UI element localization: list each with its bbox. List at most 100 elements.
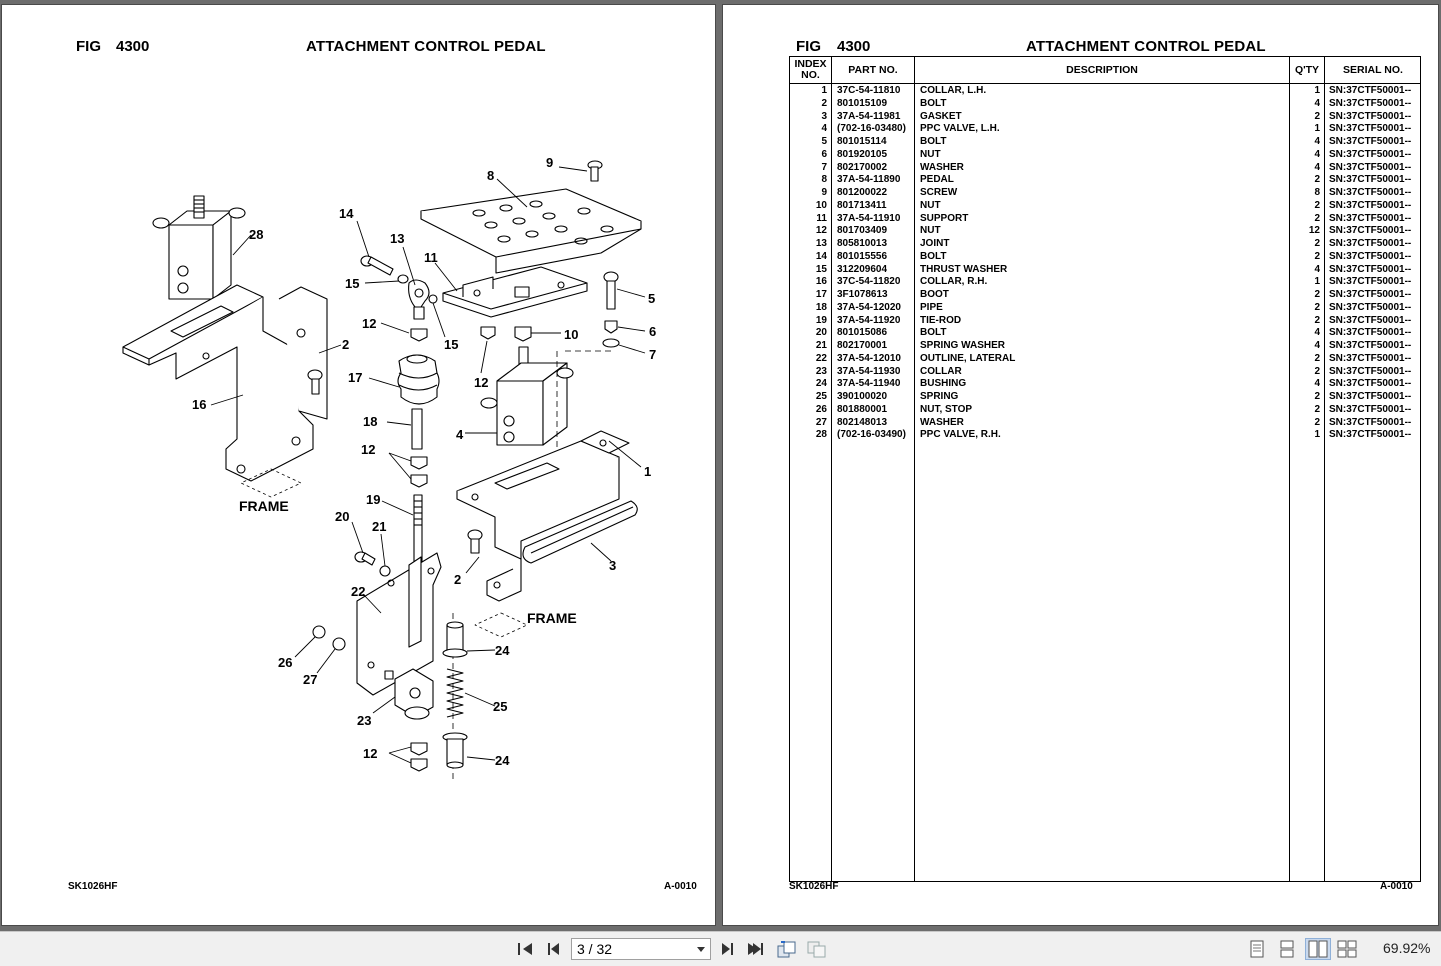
compare-button[interactable] bbox=[806, 938, 828, 960]
two-page-continuous-button[interactable] bbox=[1336, 938, 1358, 960]
cell-index: 12 bbox=[815, 225, 827, 237]
cell-qty: 2 bbox=[1314, 391, 1320, 402]
cell-qty: 1 bbox=[1314, 429, 1320, 441]
cell-qty: 1 bbox=[1314, 85, 1320, 96]
zoom-level[interactable]: 69.92% bbox=[1383, 940, 1431, 956]
callout-2-left: 2 bbox=[342, 337, 349, 352]
left-collar-bracket-drawing bbox=[122, 284, 328, 498]
cell-description: BOLT bbox=[920, 327, 947, 339]
cell-description: BOLT bbox=[920, 97, 947, 109]
cell-description: PPC VALVE, L.H. bbox=[920, 123, 1000, 135]
callout-5: 5 bbox=[648, 291, 655, 306]
cell-description: SPRING bbox=[920, 391, 959, 402]
cell-description: BUSHING bbox=[920, 378, 967, 390]
cell-description: COLLAR bbox=[920, 365, 962, 377]
callout-1: 1 bbox=[644, 464, 651, 479]
fig-label: FIG bbox=[76, 38, 101, 55]
cell-part-no: 37A-54-11910 bbox=[837, 212, 901, 224]
footer-model: SK1026HF bbox=[68, 881, 118, 892]
cell-description: GASKET bbox=[920, 110, 962, 122]
cell-part-no: 37A-54-11890 bbox=[837, 174, 901, 186]
cell-qty: 2 bbox=[1314, 403, 1320, 415]
cell-serial-no: SN:37CTF50001-- bbox=[1329, 391, 1412, 402]
bushing-spring-drawing bbox=[442, 613, 468, 781]
cell-qty: 2 bbox=[1314, 289, 1320, 300]
cell-description: BOLT bbox=[920, 136, 947, 147]
collar-lh-bracket-drawing bbox=[456, 430, 630, 638]
cell-qty: 4 bbox=[1314, 378, 1320, 390]
cell-index: 17 bbox=[815, 289, 827, 300]
two-page-view-button[interactable] bbox=[1305, 938, 1331, 960]
callout-14: 14 bbox=[339, 206, 354, 221]
frame-label-left: FRAME bbox=[239, 498, 289, 514]
prev-page-button[interactable] bbox=[542, 938, 564, 960]
cell-qty: 2 bbox=[1314, 199, 1320, 211]
callout-4: 4 bbox=[456, 427, 464, 442]
cell-description: PPC VALVE, R.H. bbox=[920, 429, 1001, 441]
continuous-view-button[interactable] bbox=[1276, 938, 1298, 960]
cell-description: NUT bbox=[920, 225, 941, 237]
cell-qty: 8 bbox=[1314, 187, 1320, 198]
fig-number: 4300 bbox=[116, 38, 150, 55]
cell-index: 14 bbox=[815, 250, 827, 262]
cell-qty: 4 bbox=[1314, 148, 1320, 160]
nut-10-12-drawing bbox=[480, 326, 532, 368]
rotate-icon bbox=[777, 941, 796, 958]
cell-part-no: 801703409 bbox=[837, 225, 888, 237]
callout-15-a: 15 bbox=[345, 276, 359, 291]
page-title: ATTACHMENT CONTROL PEDAL bbox=[306, 38, 546, 55]
cell-part-no: 37A-54-11981 bbox=[837, 110, 901, 122]
cell-index: 2 bbox=[821, 97, 827, 109]
cell-serial-no: SN:37CTF50001-- bbox=[1329, 314, 1412, 326]
cell-description: COLLAR, L.H. bbox=[920, 85, 987, 96]
cell-index: 21 bbox=[815, 340, 827, 351]
last-page-button[interactable] bbox=[745, 938, 767, 960]
cell-description: OUTLINE, LATERAL bbox=[920, 352, 1016, 364]
callout-23: 23 bbox=[357, 713, 371, 728]
cell-index: 9 bbox=[821, 187, 827, 198]
footer-page-code: A-0010 bbox=[1380, 881, 1413, 892]
fig-label: FIG bbox=[796, 38, 821, 55]
cell-qty: 2 bbox=[1314, 238, 1320, 249]
cell-index: 3 bbox=[821, 110, 827, 122]
cell-qty: 2 bbox=[1314, 174, 1320, 186]
header-part-no: PART NO. bbox=[848, 63, 898, 76]
rotate-button[interactable] bbox=[776, 938, 798, 960]
cell-part-no: (702-16-03480) bbox=[837, 123, 906, 135]
cell-description: WASHER bbox=[920, 416, 964, 428]
callout-leaders bbox=[210, 166, 646, 764]
cell-qty: 2 bbox=[1314, 250, 1320, 262]
nuts-12-lower-drawing bbox=[410, 742, 428, 772]
cell-description: NUT, STOP bbox=[920, 403, 973, 415]
cell-part-no: 3F1078613 bbox=[837, 289, 888, 300]
next-page-button[interactable] bbox=[717, 938, 739, 960]
cell-serial-no: SN:37CTF50001-- bbox=[1329, 327, 1412, 339]
callout-13: 13 bbox=[390, 231, 404, 246]
callout-24-a: 24 bbox=[495, 643, 510, 658]
cell-serial-no: SN:37CTF50001-- bbox=[1329, 250, 1412, 262]
cell-serial-no: SN:37CTF50001-- bbox=[1329, 276, 1412, 288]
nut-washer-26-27-drawing bbox=[312, 625, 346, 651]
cell-qty: 1 bbox=[1314, 276, 1320, 288]
first-page-button[interactable] bbox=[514, 938, 536, 960]
page-number-select[interactable]: 3 / 32 bbox=[571, 938, 711, 960]
cell-description: BOOT bbox=[920, 289, 949, 300]
left-page: FIG 4300 ATTACHMENT CONTROL PEDAL bbox=[1, 4, 716, 926]
single-page-view-button[interactable] bbox=[1246, 938, 1268, 960]
joint-bolt-drawing bbox=[360, 255, 438, 320]
callout-6: 6 bbox=[649, 324, 656, 339]
gasket-drawing bbox=[522, 500, 638, 564]
